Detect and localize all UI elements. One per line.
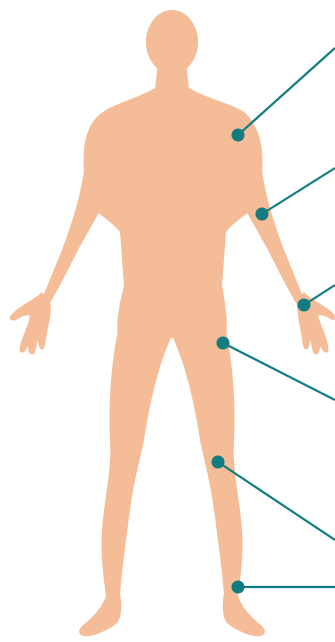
body-silhouette (10, 10, 335, 636)
upper-arm-leader-line (262, 168, 335, 214)
shoulder-leader-line (238, 48, 335, 135)
upper-arm-marker (256, 208, 269, 221)
thigh-marker (217, 337, 230, 350)
wrist-marker (298, 299, 311, 312)
knee-marker (212, 456, 225, 469)
shoulder-marker (232, 129, 245, 142)
left-leg (79, 330, 172, 636)
ankle-marker (232, 581, 245, 594)
torso (84, 88, 263, 338)
left-hand (10, 292, 51, 355)
